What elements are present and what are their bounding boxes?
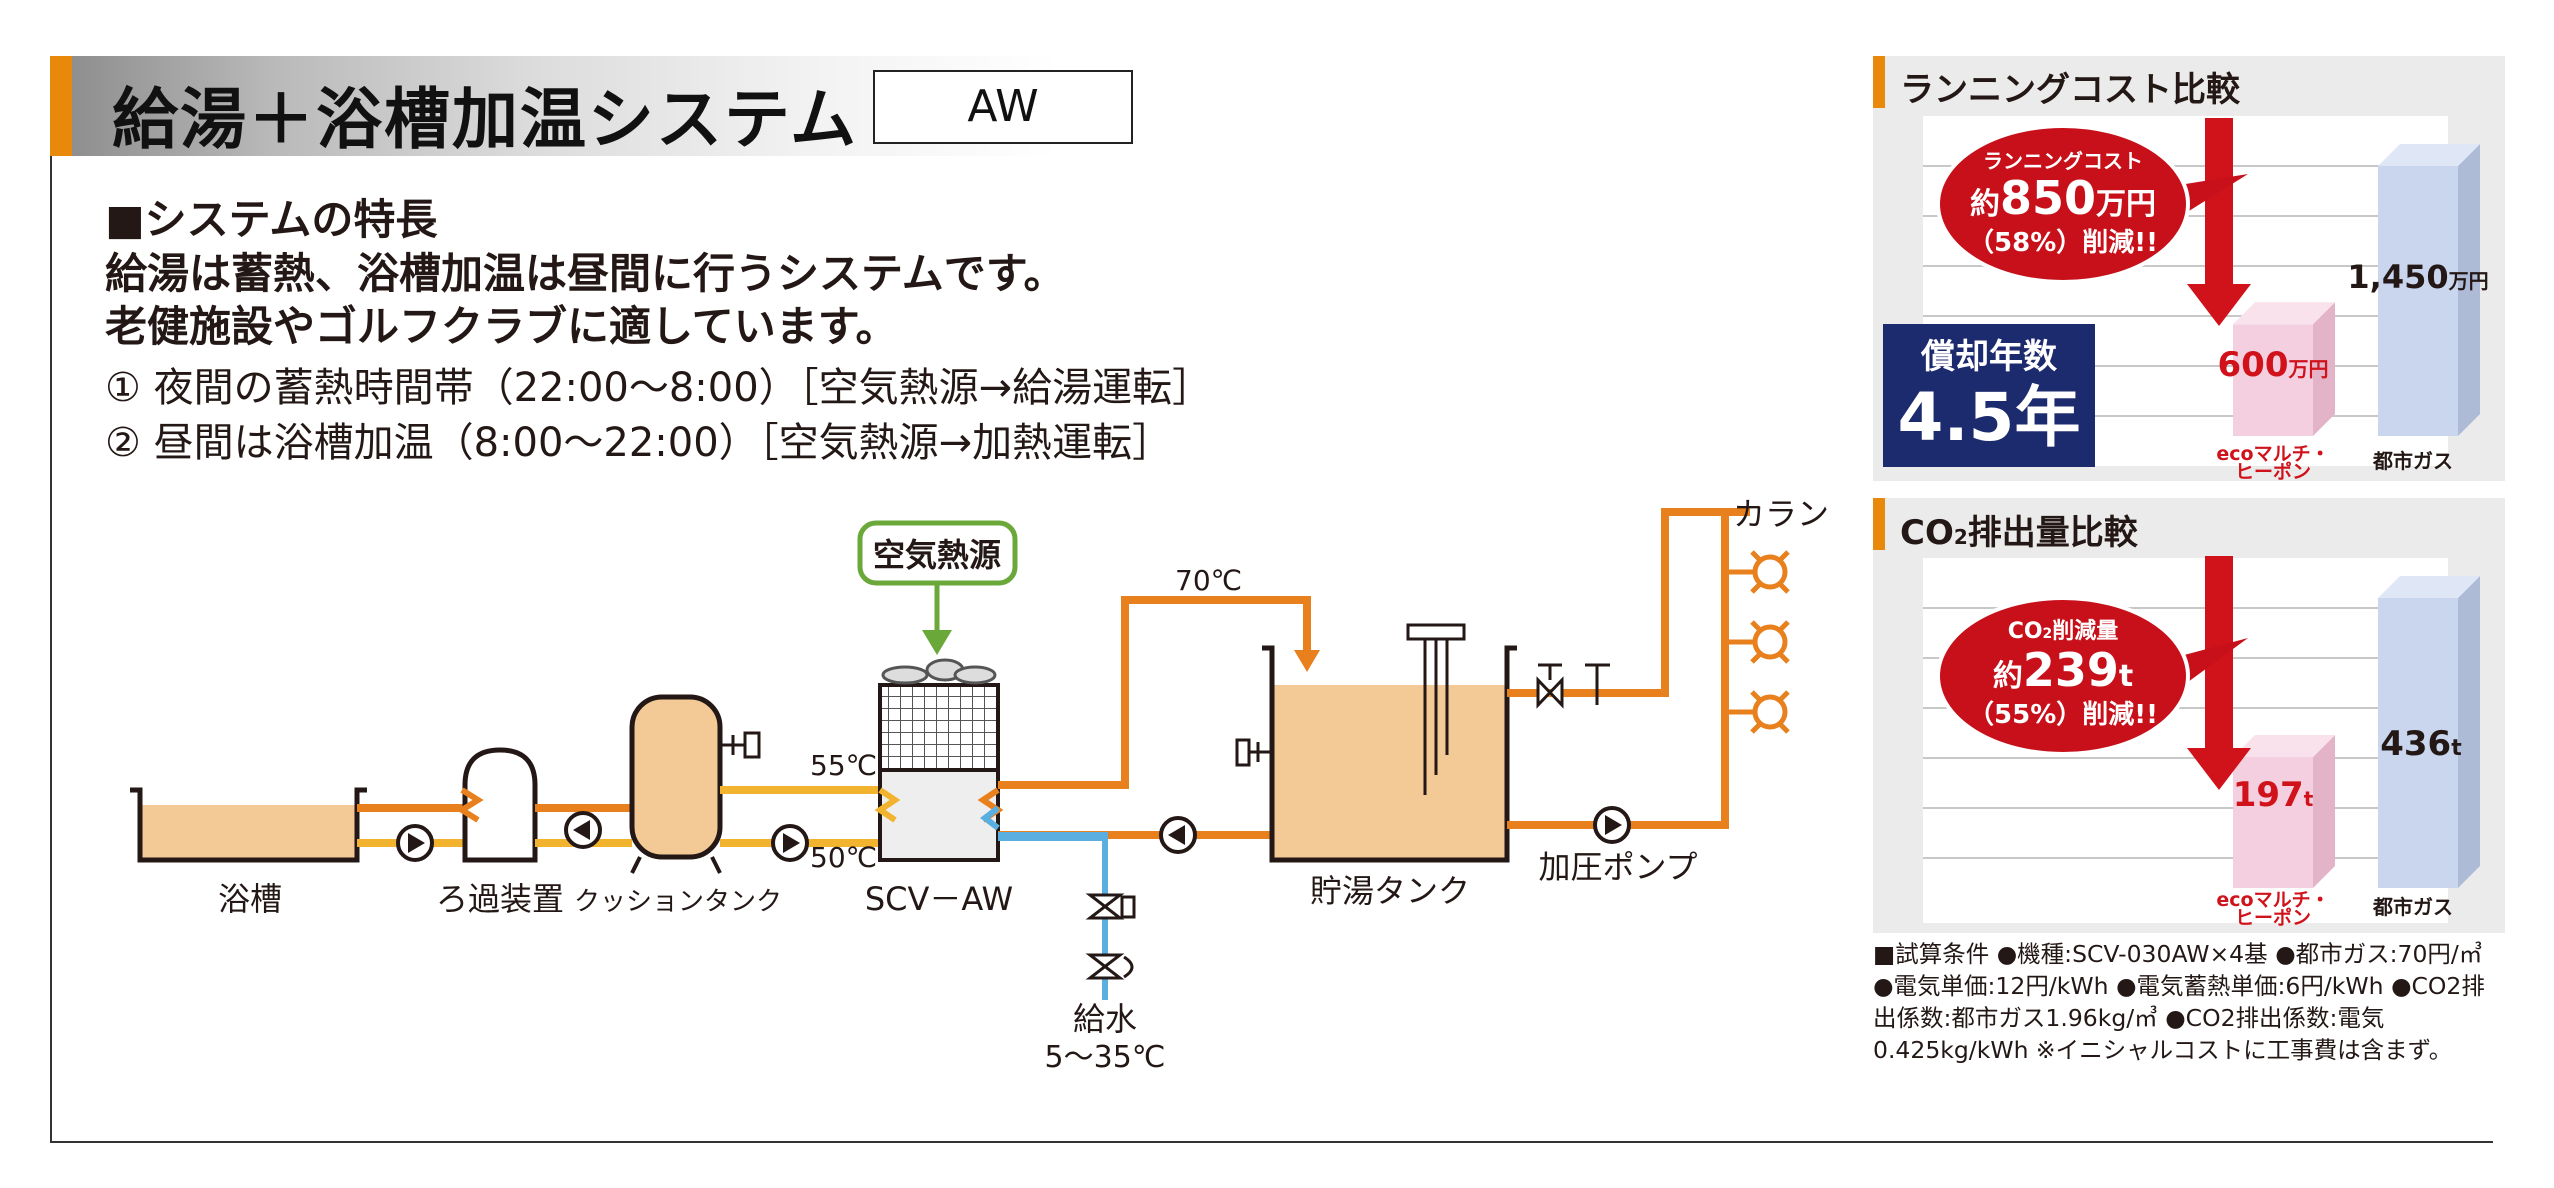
svg-text:貯湯タンク: 貯湯タンク	[1310, 872, 1470, 910]
svg-text:給水: 給水	[1073, 1000, 1137, 1038]
page-title: 給湯＋浴槽加温システム	[112, 81, 859, 158]
faucet-icons	[1725, 550, 1790, 734]
cost-eco-value: 600万円	[2218, 345, 2329, 385]
cost-bar-gas-side	[2458, 144, 2480, 436]
cost-panel-title: ランニングコスト比較	[1900, 70, 2240, 110]
svg-text:都市ガス: 都市ガス	[2372, 895, 2453, 919]
svg-text:クッションタンク: クッションタンク	[574, 887, 782, 917]
co2-panel-accent	[1873, 498, 1885, 550]
svg-text:ヒーポン: ヒーポン	[2235, 460, 2311, 481]
feature-line-2: 老健施設やゴルフクラブに適しています。	[105, 302, 898, 351]
cost-bar-gas	[2378, 166, 2458, 436]
co2-gas-value: 436t	[2380, 724, 2462, 764]
step-line-2: ② 昼間は浴槽加温（8:00〜22:00）［空気熱源→加熱運転］	[105, 420, 1173, 466]
svg-text:ランニングコスト: ランニングコスト	[1983, 149, 2143, 173]
step-line-1: ① 夜間の蓄熱時間帯（22:00〜8:00）［空気熱源→給湯運転］	[105, 365, 1213, 411]
svg-text:ecoマルチ・: ecoマルチ・	[2216, 889, 2329, 911]
title-accent-stripe	[50, 56, 72, 156]
pipe-to-faucets	[1507, 508, 1750, 697]
svg-text:ecoマルチ・: ecoマルチ・	[2216, 443, 2329, 465]
co2-chart: CO2削減量 約239t （55%）削減!! 197t 436t ecoマルチ・…	[1923, 556, 2480, 929]
model-badge: AW	[873, 70, 1133, 144]
svg-text:5〜35℃: 5〜35℃	[1045, 1040, 1166, 1075]
left-frame-rule	[50, 156, 52, 1143]
cost-bar-eco-top	[2233, 302, 2335, 325]
co2-bar-gas-top	[2378, 576, 2480, 598]
svg-text:ろ過装置: ろ過装置	[436, 880, 564, 918]
storage-tank	[1235, 623, 1517, 863]
co2-bar-eco-side	[2313, 734, 2335, 888]
supply-valve-icon	[1085, 893, 1136, 980]
bath-pump-icon	[396, 824, 434, 862]
outlet-valve-icon	[1536, 663, 1610, 709]
svg-text:55℃: 55℃	[810, 749, 877, 782]
co2-bar-eco	[2233, 756, 2313, 888]
cost-bar-eco	[2233, 324, 2313, 436]
svg-text:都市ガス: 都市ガス	[2372, 449, 2453, 473]
cost-panel-accent	[1873, 56, 1885, 108]
pipe-hot-70	[998, 596, 1311, 789]
cost-bar-gas-top	[2378, 144, 2480, 166]
system-diagram: 空気熱源 55℃ 50℃	[130, 495, 1829, 1075]
svg-text:加圧ポンプ: 加圧ポンプ	[1538, 848, 1697, 886]
pipe-booster	[1507, 512, 1729, 829]
co2-panel-title: CO2排出量比較	[1900, 513, 2138, 553]
booster-pump-icon	[1593, 806, 1631, 844]
cost-gas-value: 1,450万円	[2347, 258, 2488, 296]
svg-text:70℃: 70℃	[1175, 564, 1242, 597]
bottom-frame-rule	[50, 1141, 2493, 1143]
svg-text:ヒーポン: ヒーポン	[2235, 906, 2311, 929]
svg-text:SCV－AW: SCV－AW	[865, 880, 1013, 918]
svg-text:CO2削減量: CO2削減量	[2008, 619, 2119, 644]
svg-text:50℃: 50℃	[810, 841, 877, 874]
feature-line-1: 給湯は蓄熱、浴槽加温は昼間に行うシステムです。	[105, 249, 1066, 298]
cushion-pump-icon	[771, 824, 809, 862]
heat-pump-unit	[874, 658, 1004, 862]
svg-text:空気熱源: 空気熱源	[873, 536, 1001, 574]
co2-bar-gas	[2378, 598, 2458, 888]
svg-text:約239t: 約239t	[1993, 643, 2133, 697]
filter-pump-icon	[564, 811, 602, 849]
svg-text:約850万円: 約850万円	[1970, 171, 2156, 225]
svg-text:償却年数: 償却年数	[1920, 337, 2057, 377]
co2-reduction-bubble: CO2削減量 約239t （55%）削減!!	[1936, 596, 2248, 756]
cushion-tank	[629, 694, 761, 874]
bathtub	[130, 787, 367, 863]
co2-eco-value: 197t	[2233, 775, 2314, 815]
filter-device	[456, 747, 538, 863]
svg-text:浴槽: 浴槽	[218, 880, 282, 918]
svg-text:（58%）削減!!: （58%）削減!!	[1968, 228, 2158, 258]
circulation-pump-icon	[1159, 816, 1197, 854]
svg-text:カラン: カラン	[1733, 495, 1829, 533]
payback-box: 償却年数 4.5年	[1883, 324, 2095, 467]
cost-reduction-bubble: ランニングコスト 約850万円 （58%）削減!!	[1936, 124, 2248, 284]
air-source-callout: 空気熱源	[857, 520, 1018, 655]
calculation-footnote: ■試算条件 ●機種:SCV-030AW×4基 ●都市ガス:70円/㎥ ●電気単価…	[1873, 940, 2485, 1064]
co2-bar-gas-side	[2458, 576, 2480, 888]
svg-text:4.5年: 4.5年	[1898, 379, 2081, 456]
cost-bar-eco-side	[2313, 302, 2335, 436]
cost-chart: ランニングコスト 約850万円 （58%）削減!! 償却年数 4.5年 600万…	[1883, 116, 2489, 481]
svg-text:（55%）削減!!: （55%）削減!!	[1968, 700, 2158, 730]
co2-bar-eco-top	[2233, 734, 2335, 757]
cost-reduction-arrow	[2187, 118, 2251, 326]
features-heading: ■システムの特長	[105, 195, 438, 244]
